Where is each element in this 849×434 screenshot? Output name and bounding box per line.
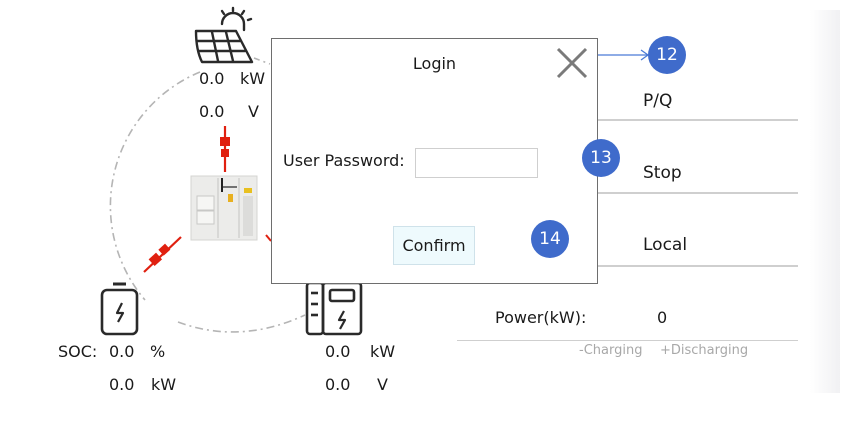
power-label: Power(kW): <box>495 308 587 327</box>
battery-soc-label: SOC: <box>58 342 98 361</box>
hint-discharging: +Discharging <box>660 343 749 358</box>
flow-ring-bottom <box>177 314 306 333</box>
mode-item-pq[interactable]: P/Q <box>457 48 798 121</box>
flow-ring-top <box>253 57 271 65</box>
pv-power-value: 0.0 <box>199 69 225 88</box>
meter-power-value: 0.0 <box>325 342 351 361</box>
battery-soc-unit: % <box>150 342 166 361</box>
battery-power-unit: kW <box>151 375 177 394</box>
battery-soc-value: 0.0 <box>109 342 135 361</box>
callout-badge-13: 13 <box>582 139 620 177</box>
battery-power-value: 0.0 <box>109 375 135 394</box>
pv-power-unit: kW <box>240 69 266 88</box>
callout-badge-12: 12 <box>648 36 686 74</box>
power-setpoint-row[interactable]: Power(kW): 0 <box>457 295 798 341</box>
pv-voltage-unit: V <box>248 102 259 121</box>
pv-voltage-value: 0.0 <box>199 102 225 121</box>
solar-panel-icon <box>194 6 254 64</box>
password-label: User Password: <box>283 151 405 170</box>
scroll-edge-shade <box>810 10 840 393</box>
meter-icon <box>305 281 363 336</box>
power-value[interactable]: 0 <box>657 308 668 327</box>
close-button[interactable] <box>555 46 589 80</box>
meter-voltage-value: 0.0 <box>325 375 351 394</box>
battery-icon <box>100 282 139 336</box>
mode-item-label: P/Q <box>643 91 673 111</box>
flow-ring <box>109 71 201 301</box>
close-x-icon <box>556 47 588 79</box>
pv-connector-icon <box>220 126 230 172</box>
pcs-cabinet-icon <box>190 175 258 241</box>
mode-item-label: Local <box>643 235 688 255</box>
mode-item-stop[interactable]: Stop <box>457 121 798 194</box>
mode-item-local[interactable]: Local <box>457 194 798 267</box>
confirm-button[interactable]: Confirm <box>393 226 475 265</box>
meter-power-unit: kW <box>370 342 396 361</box>
meter-connector-icon <box>265 234 272 242</box>
password-input[interactable] <box>415 148 538 178</box>
hint-charging: -Charging <box>579 343 643 358</box>
meter-voltage-unit: V <box>377 375 388 394</box>
battery-connector-icon <box>143 236 182 273</box>
dialog-title: Login <box>412 54 457 73</box>
mode-item-label: Stop <box>643 163 682 183</box>
callout-badge-14: 14 <box>531 220 569 258</box>
